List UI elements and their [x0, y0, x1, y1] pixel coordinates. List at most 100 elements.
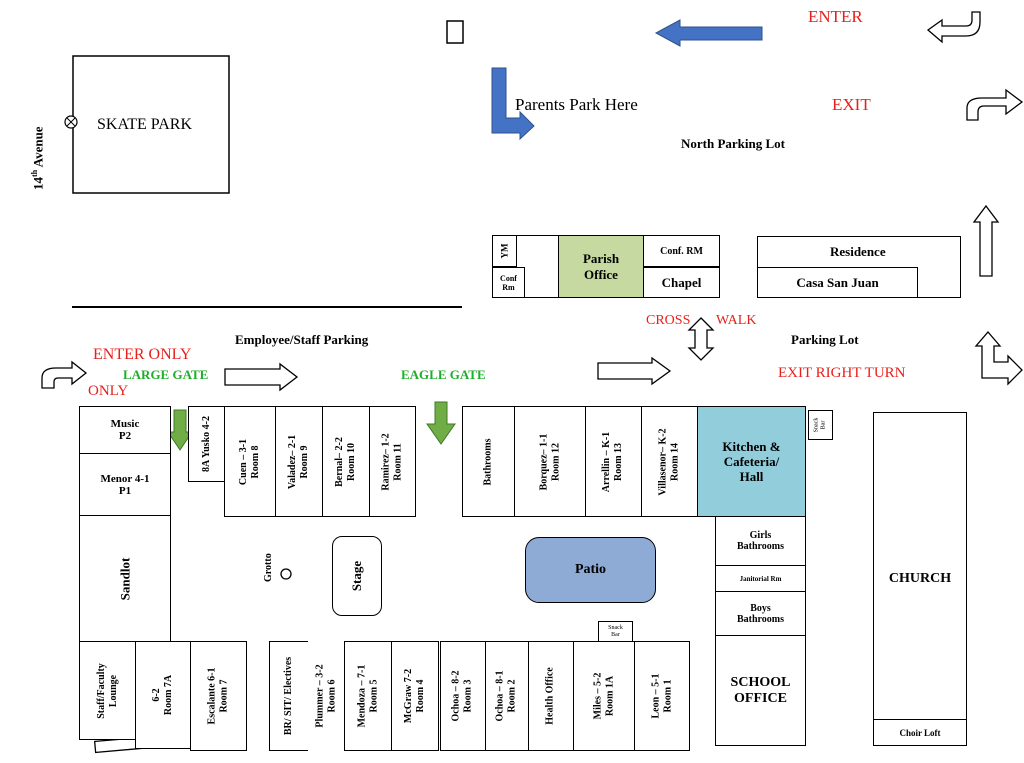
- ym-label: YM: [499, 243, 510, 259]
- sandlot: Sandlot: [79, 515, 171, 642]
- ochoa-82-room-label: Room 3: [463, 679, 475, 713]
- escalante-room-label: Room 7: [218, 679, 230, 713]
- menor-room: Menor 4-1 P1: [79, 453, 171, 516]
- school-office-label-2: OFFICE: [734, 690, 787, 706]
- skate-park-label: SKATE PARK: [97, 116, 192, 133]
- br-sit-label: BR/ SIT/ Electives: [283, 656, 294, 736]
- enter-curve-arrow-icon: [41, 360, 88, 389]
- escalante-label: Escalante 6-1: [206, 667, 218, 725]
- school-office-label-1: SCHOOL: [730, 674, 791, 690]
- grotto-icon: [280, 568, 292, 580]
- blue-arrow-left-icon: [654, 19, 763, 47]
- boys-label-1: Boys: [750, 602, 771, 614]
- ramirez-label: Ramirez– 1-2: [380, 432, 392, 491]
- snack-label-2: Bar: [820, 420, 827, 430]
- parish-office-label-2: Office: [584, 266, 618, 282]
- ramirez-room-label: Room 11: [392, 442, 404, 481]
- avenue-label: 14th Avenue: [30, 126, 46, 190]
- yusko-room: 8A Yusko 4-2: [188, 406, 225, 482]
- right-turn-arrow-icon: [966, 88, 1024, 121]
- kitchen-hall: Kitchen & Cafeteria/ Hall: [697, 406, 806, 517]
- villasenor-room-label: Room 14: [669, 442, 681, 481]
- health-office: Health Office: [528, 641, 574, 751]
- leon-label: Leon – 5-1: [650, 673, 661, 719]
- mendoza-room-label: Room 5: [368, 679, 379, 713]
- ym-room: YM: [492, 235, 517, 267]
- plummer-label: Plummer – 3-2: [314, 664, 326, 728]
- stage: Stage: [332, 536, 382, 616]
- small-conf-room: Conf Rm: [492, 267, 525, 298]
- music-label: Music: [110, 418, 140, 430]
- blue-corner-arrow-icon: [491, 67, 535, 141]
- chapel-label: Chapel: [661, 274, 702, 290]
- menor-label: Menor 4-1: [100, 472, 150, 485]
- cuen-room-label: Room 8: [250, 444, 261, 479]
- up-arrow-icon: [972, 204, 1000, 277]
- ochoa-81-label: Ochoa – 8-1: [495, 670, 507, 722]
- walk-label: WALK: [716, 313, 757, 328]
- skate-park-box: [72, 55, 230, 194]
- right-arrow-icon: [224, 362, 299, 392]
- conf-rm-label-1: Conf: [500, 273, 517, 283]
- school-office: SCHOOL OFFICE: [715, 635, 806, 746]
- parish-office-label-1: Parish: [582, 250, 620, 266]
- mcgraw-room-label: Room 4: [415, 679, 426, 713]
- room-7a-label-1: 6-2: [151, 688, 162, 702]
- parking-lot-label: Parking Lot: [791, 332, 859, 347]
- residence-label: Residence: [830, 244, 886, 259]
- music-room: Music P2: [79, 406, 171, 454]
- large-gate-label: LARGE GATE: [123, 367, 209, 382]
- only-label: ONLY: [88, 383, 129, 399]
- miles-room-label: Room 1A: [604, 675, 615, 717]
- u-turn-arrow-icon: [926, 11, 981, 44]
- casa-label: Casa San Juan: [796, 274, 879, 290]
- girls-label-1: Girls: [749, 530, 772, 541]
- br-sit-room: BR/ SIT/ Electives: [269, 641, 309, 751]
- boys-label-2: Bathrooms: [736, 613, 785, 625]
- mcgraw-label: McGraw 7-2: [403, 668, 414, 724]
- snack-bottom-label-2: Bar: [611, 631, 620, 638]
- miles-label: Miles – 5-2: [592, 672, 603, 720]
- church: CHURCH: [873, 412, 967, 746]
- menor-p1-label: P1: [118, 484, 132, 497]
- ochoa-81-room-label: Room 2: [507, 679, 519, 713]
- choir-loft-label: Choir Loft: [899, 727, 941, 738]
- chapel: Chapel: [643, 267, 720, 298]
- snack-bottom-label-1: Snack: [608, 624, 623, 631]
- room-7a-label-2: Room 7A: [163, 674, 174, 716]
- patio-label: Patio: [574, 562, 607, 577]
- borquez-room-label: Room 12: [549, 442, 561, 481]
- boys-bathrooms: Boys Bathrooms: [715, 591, 806, 636]
- green-down-arrow-icon: [426, 401, 456, 445]
- villasenor-label: Villasenor– K-2: [657, 427, 669, 496]
- valadez-room-label: Room 9: [299, 444, 311, 479]
- grotto-label: Grotto: [263, 553, 274, 582]
- light-post-icon: [64, 115, 78, 129]
- arrellin-label: Arrellin – K-1: [601, 431, 613, 492]
- plummer-room-label: Room 6: [326, 679, 338, 713]
- snack-bar-bottom: Snack Bar: [598, 621, 633, 642]
- employee-parking-label: Employee/Staff Parking: [235, 332, 369, 347]
- girls-bathrooms: Girls Bathrooms: [715, 516, 806, 566]
- mendoza-label: Mendoza – 7-1: [356, 664, 367, 728]
- right-arrow-icon: [597, 356, 672, 386]
- arrellin-room-label: Room 13: [613, 442, 625, 481]
- north-lot-label: North Parking Lot: [681, 136, 785, 151]
- conf-rm: Conf. RM: [643, 235, 720, 267]
- exit-right-turn-label: EXIT RIGHT TURN: [778, 365, 906, 381]
